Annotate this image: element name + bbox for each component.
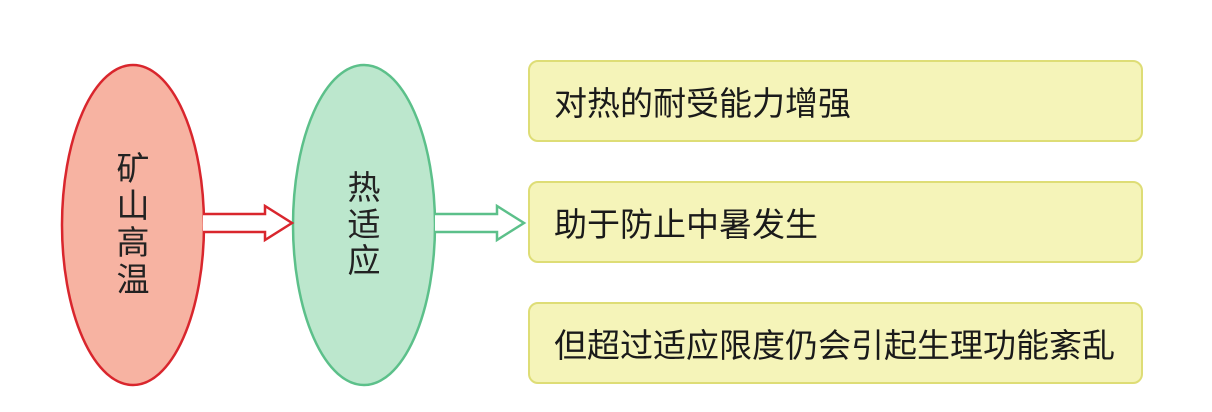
heat-adaptation-label: 热 适 应 xyxy=(312,64,416,386)
label-char: 应 xyxy=(347,241,381,281)
outcome-text: 助于防止中暑发生 xyxy=(554,205,818,244)
label-char: 矿 xyxy=(116,149,150,189)
outcome-text: 对热的耐受能力增强 xyxy=(554,84,851,123)
arrow-source-to-adaptation xyxy=(203,203,295,243)
mine-high-temperature-label: 矿 山 高 温 xyxy=(83,64,183,386)
label-char: 热 xyxy=(347,167,381,207)
label-char: 适 xyxy=(347,204,381,244)
outcome-box-heat-tolerance: 对热的耐受能力增强 xyxy=(528,60,1143,142)
arrow-adaptation-to-outcomes xyxy=(435,203,527,243)
outcome-box-heatstroke-prevention: 助于防止中暑发生 xyxy=(528,181,1143,263)
outcome-box-physiological-disorder: 但超过适应限度仍会引起生理功能紊乱 xyxy=(528,302,1143,384)
outcome-text: 但超过适应限度仍会引起生理功能紊乱 xyxy=(554,326,1115,365)
label-char: 山 xyxy=(116,186,150,226)
label-char: 温 xyxy=(116,259,150,299)
label-char: 高 xyxy=(116,223,150,262)
